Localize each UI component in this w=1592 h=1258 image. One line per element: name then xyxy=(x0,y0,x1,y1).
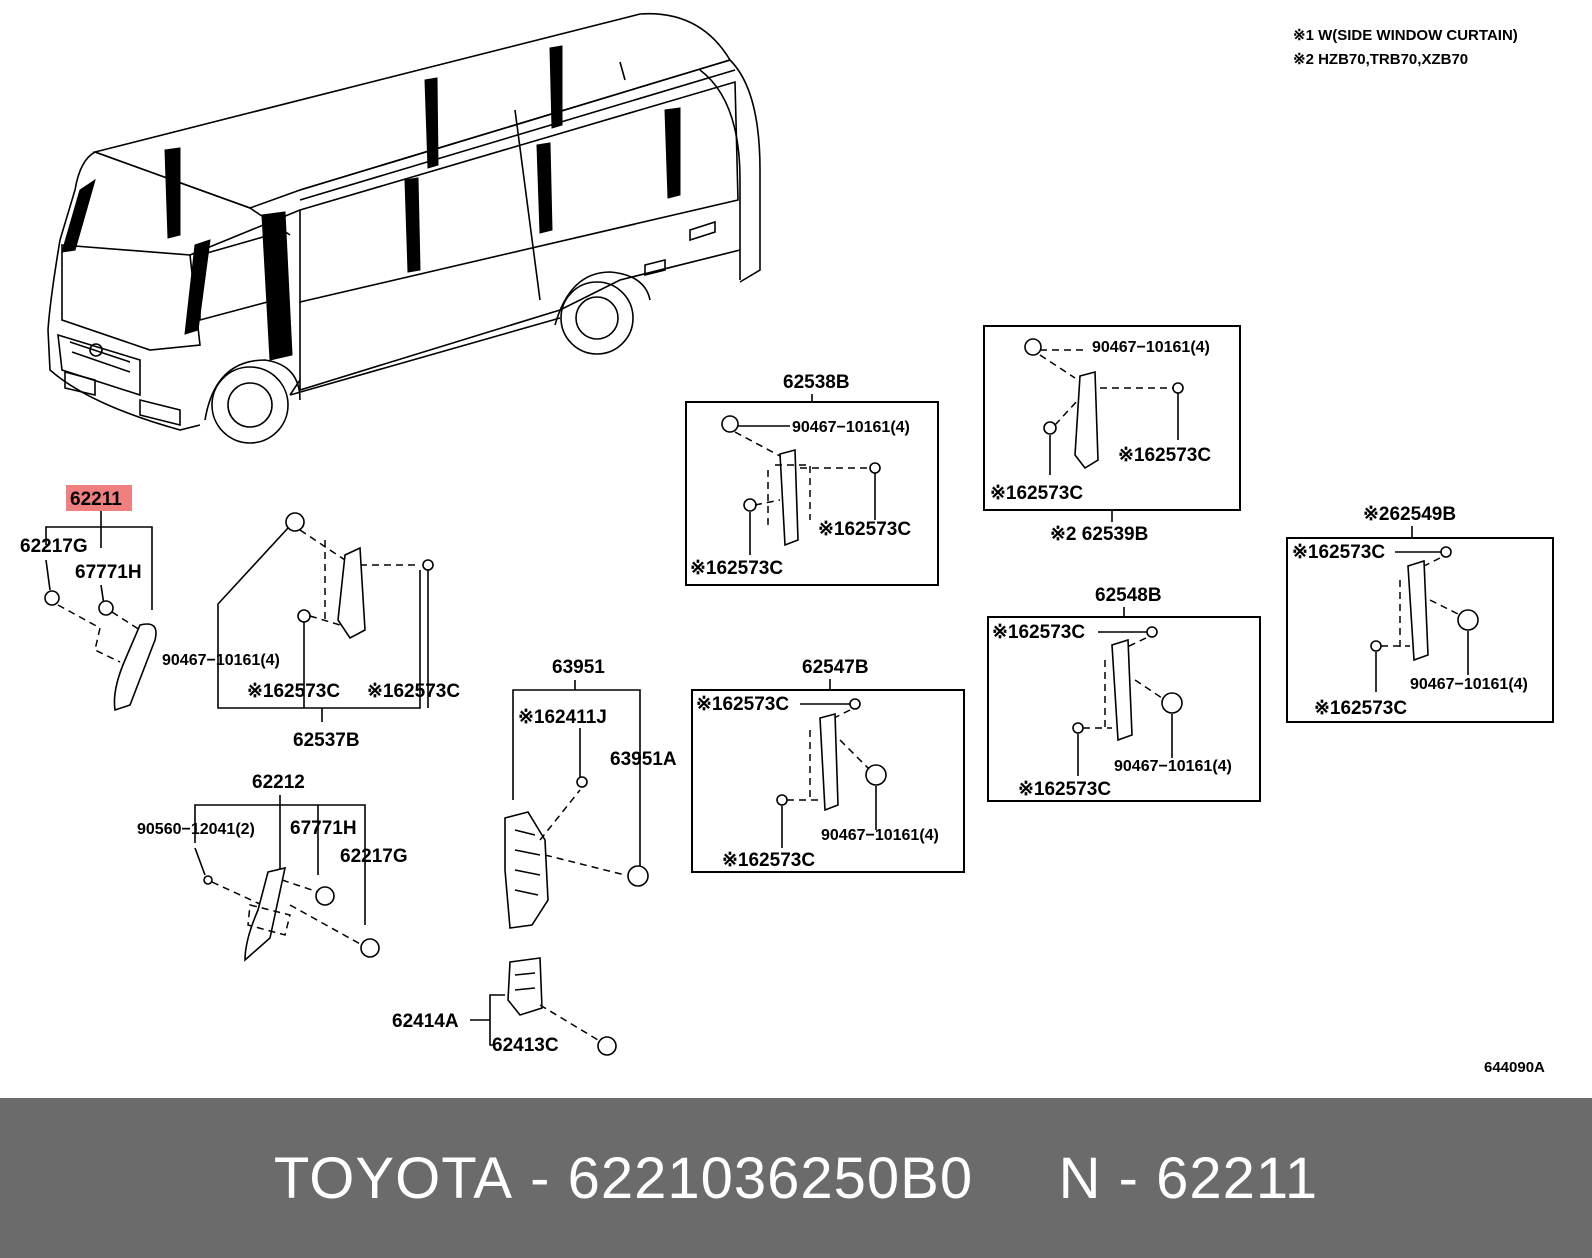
pillar-garnish-part xyxy=(244,866,287,962)
clip-icon xyxy=(98,600,114,616)
part-label-62573C[interactable]: ※162573C xyxy=(1314,698,1407,719)
part-label-63951A[interactable]: 63951A xyxy=(610,749,677,770)
part-label-62413C[interactable]: 62413C xyxy=(492,1035,559,1056)
clip-icon xyxy=(1172,382,1184,394)
highlight-62211 xyxy=(66,485,132,511)
pillar-garnish-part xyxy=(1407,559,1429,662)
group-62549B: ※262549B ※162573C 90467−10161(4) ※162573… xyxy=(1286,504,1554,723)
part-label-62538B[interactable]: 62538B xyxy=(783,372,850,393)
van-illustration xyxy=(47,12,761,444)
part-label-67771H[interactable]: 67771H xyxy=(290,818,357,839)
part-label-62573C[interactable]: ※162573C xyxy=(690,558,783,579)
clip-icon xyxy=(1161,692,1183,714)
part-label-62573C[interactable]: ※162573C xyxy=(722,850,815,871)
clip-icon xyxy=(627,865,649,887)
part-label-62573C[interactable]: ※162573C xyxy=(1018,779,1111,800)
clip-icon xyxy=(1440,546,1452,558)
clip-icon xyxy=(869,462,881,474)
clip-icon xyxy=(721,415,739,433)
clip-icon xyxy=(1024,338,1042,356)
part-label-90467-10161[interactable]: 90467−10161(4) xyxy=(1092,339,1210,356)
clip-icon xyxy=(44,590,60,606)
pillar-garnish-part xyxy=(779,448,799,547)
footer-ref-number: 62211 xyxy=(1156,1145,1319,1211)
pillar-garnish-part xyxy=(113,623,157,712)
part-label-62539B[interactable]: ※2 62539B xyxy=(1050,524,1148,545)
footer-separator: - xyxy=(1101,1145,1157,1211)
clip-icon xyxy=(360,938,380,958)
part-label-90467-10161[interactable]: 90467−10161(4) xyxy=(162,652,280,669)
footer-gap xyxy=(973,1145,1059,1212)
part-label-62411J[interactable]: ※162411J xyxy=(518,707,607,728)
part-label-62537B[interactable]: 62537B xyxy=(293,730,360,751)
clip-icon xyxy=(1072,722,1084,734)
note-side-window-curtain: ※1 W(SIDE WINDOW CURTAIN) xyxy=(1293,27,1518,44)
clip-icon xyxy=(597,1036,617,1056)
group-62539B: 90467−10161(4) ※162573C ※162573C ※2 6253… xyxy=(983,325,1241,545)
clip-icon xyxy=(285,512,305,532)
part-label-62573C[interactable]: ※162573C xyxy=(818,519,911,540)
clip-icon xyxy=(865,764,887,786)
part-label-62212[interactable]: 62212 xyxy=(252,772,305,793)
clip-icon xyxy=(422,559,434,571)
group-62538B: 62538B 90467−10161(4) ※162573C ※162573C xyxy=(685,372,939,586)
part-label-62573C[interactable]: ※162573C xyxy=(990,483,1083,504)
pillar-garnish-part xyxy=(507,957,543,1016)
footer-ref-prefix: N xyxy=(1058,1145,1102,1211)
group-62547B: 62547B ※162573C 90467−10161(4) ※162573C xyxy=(691,657,965,873)
pillar-garnish-part xyxy=(337,546,366,640)
footer-part-number: 6221036250B0 xyxy=(567,1145,974,1211)
part-label-62547B[interactable]: 62547B xyxy=(802,657,869,678)
note-model-codes: ※2 HZB70,TRB70,XZB70 xyxy=(1293,51,1468,68)
part-label-62573C[interactable]: ※162573C xyxy=(1292,542,1385,563)
part-label-62573C[interactable]: ※162573C xyxy=(1118,445,1211,466)
pillar-garnish-part xyxy=(1074,370,1099,470)
clip-icon xyxy=(297,609,311,623)
part-label-62573C[interactable]: ※162573C xyxy=(247,681,340,702)
clip-icon xyxy=(743,498,757,512)
part-label-62573C[interactable]: ※162573C xyxy=(992,622,1085,643)
part-label-90467-10161[interactable]: 90467−10161(4) xyxy=(1114,758,1232,775)
part-label-90467-10161[interactable]: 90467−10161(4) xyxy=(821,827,939,844)
group-63951: 63951 ※162411J 63951A 62414A 62413C xyxy=(392,657,677,1056)
clip-icon xyxy=(315,886,335,906)
clip-icon xyxy=(203,875,213,885)
clip-icon xyxy=(776,794,788,806)
clip-icon xyxy=(1457,609,1479,631)
footer-separator: - xyxy=(513,1145,568,1211)
footer-bar: TOYOTA - 6221036250B0 N - 62211 xyxy=(0,1098,1592,1258)
part-label-62414A[interactable]: 62414A xyxy=(392,1011,459,1032)
part-label-90467-10161[interactable]: 90467−10161(4) xyxy=(1410,676,1528,693)
clip-icon xyxy=(576,776,588,788)
group-62548B: 62548B ※162573C 90467−10161(4) ※162573C xyxy=(987,585,1261,802)
part-label-62211[interactable]: 62211 xyxy=(70,489,122,510)
group-62211: 62211 62217G 67771H xyxy=(20,485,157,712)
clip-icon xyxy=(1043,421,1057,435)
part-label-62548B[interactable]: 62548B xyxy=(1095,585,1162,606)
footer-brand: TOYOTA xyxy=(273,1145,514,1211)
figure-code: 644090A xyxy=(1484,1059,1545,1076)
part-label-63951[interactable]: 63951 xyxy=(552,657,605,678)
parts-diagram: ※1 W(SIDE WINDOW CURTAIN) ※2 HZB70,TRB70… xyxy=(20,12,1554,1076)
part-label-62549B[interactable]: ※262549B xyxy=(1363,504,1456,525)
pillar-garnish-part xyxy=(819,712,839,812)
clip-icon xyxy=(1146,626,1158,638)
group-62212: 62212 90560−12041(2) 67771H 62217G xyxy=(137,772,408,962)
part-label-62217G[interactable]: 62217G xyxy=(20,536,88,557)
pillar-garnish-part xyxy=(1111,638,1133,742)
clip-icon xyxy=(849,698,861,710)
part-label-62573C[interactable]: ※162573C xyxy=(696,694,789,715)
part-label-90560-12041[interactable]: 90560−12041(2) xyxy=(137,821,255,838)
part-label-62573C[interactable]: ※162573C xyxy=(367,681,460,702)
part-label-67771H[interactable]: 67771H xyxy=(75,562,142,583)
pillar-garnish-part xyxy=(504,811,549,929)
group-62537B: 90467−10161(4) ※162573C ※162573C 62537B xyxy=(162,512,460,751)
part-label-62217G[interactable]: 62217G xyxy=(340,846,408,867)
part-label-90467-10161[interactable]: 90467−10161(4) xyxy=(792,419,910,436)
clip-icon xyxy=(1370,640,1382,652)
